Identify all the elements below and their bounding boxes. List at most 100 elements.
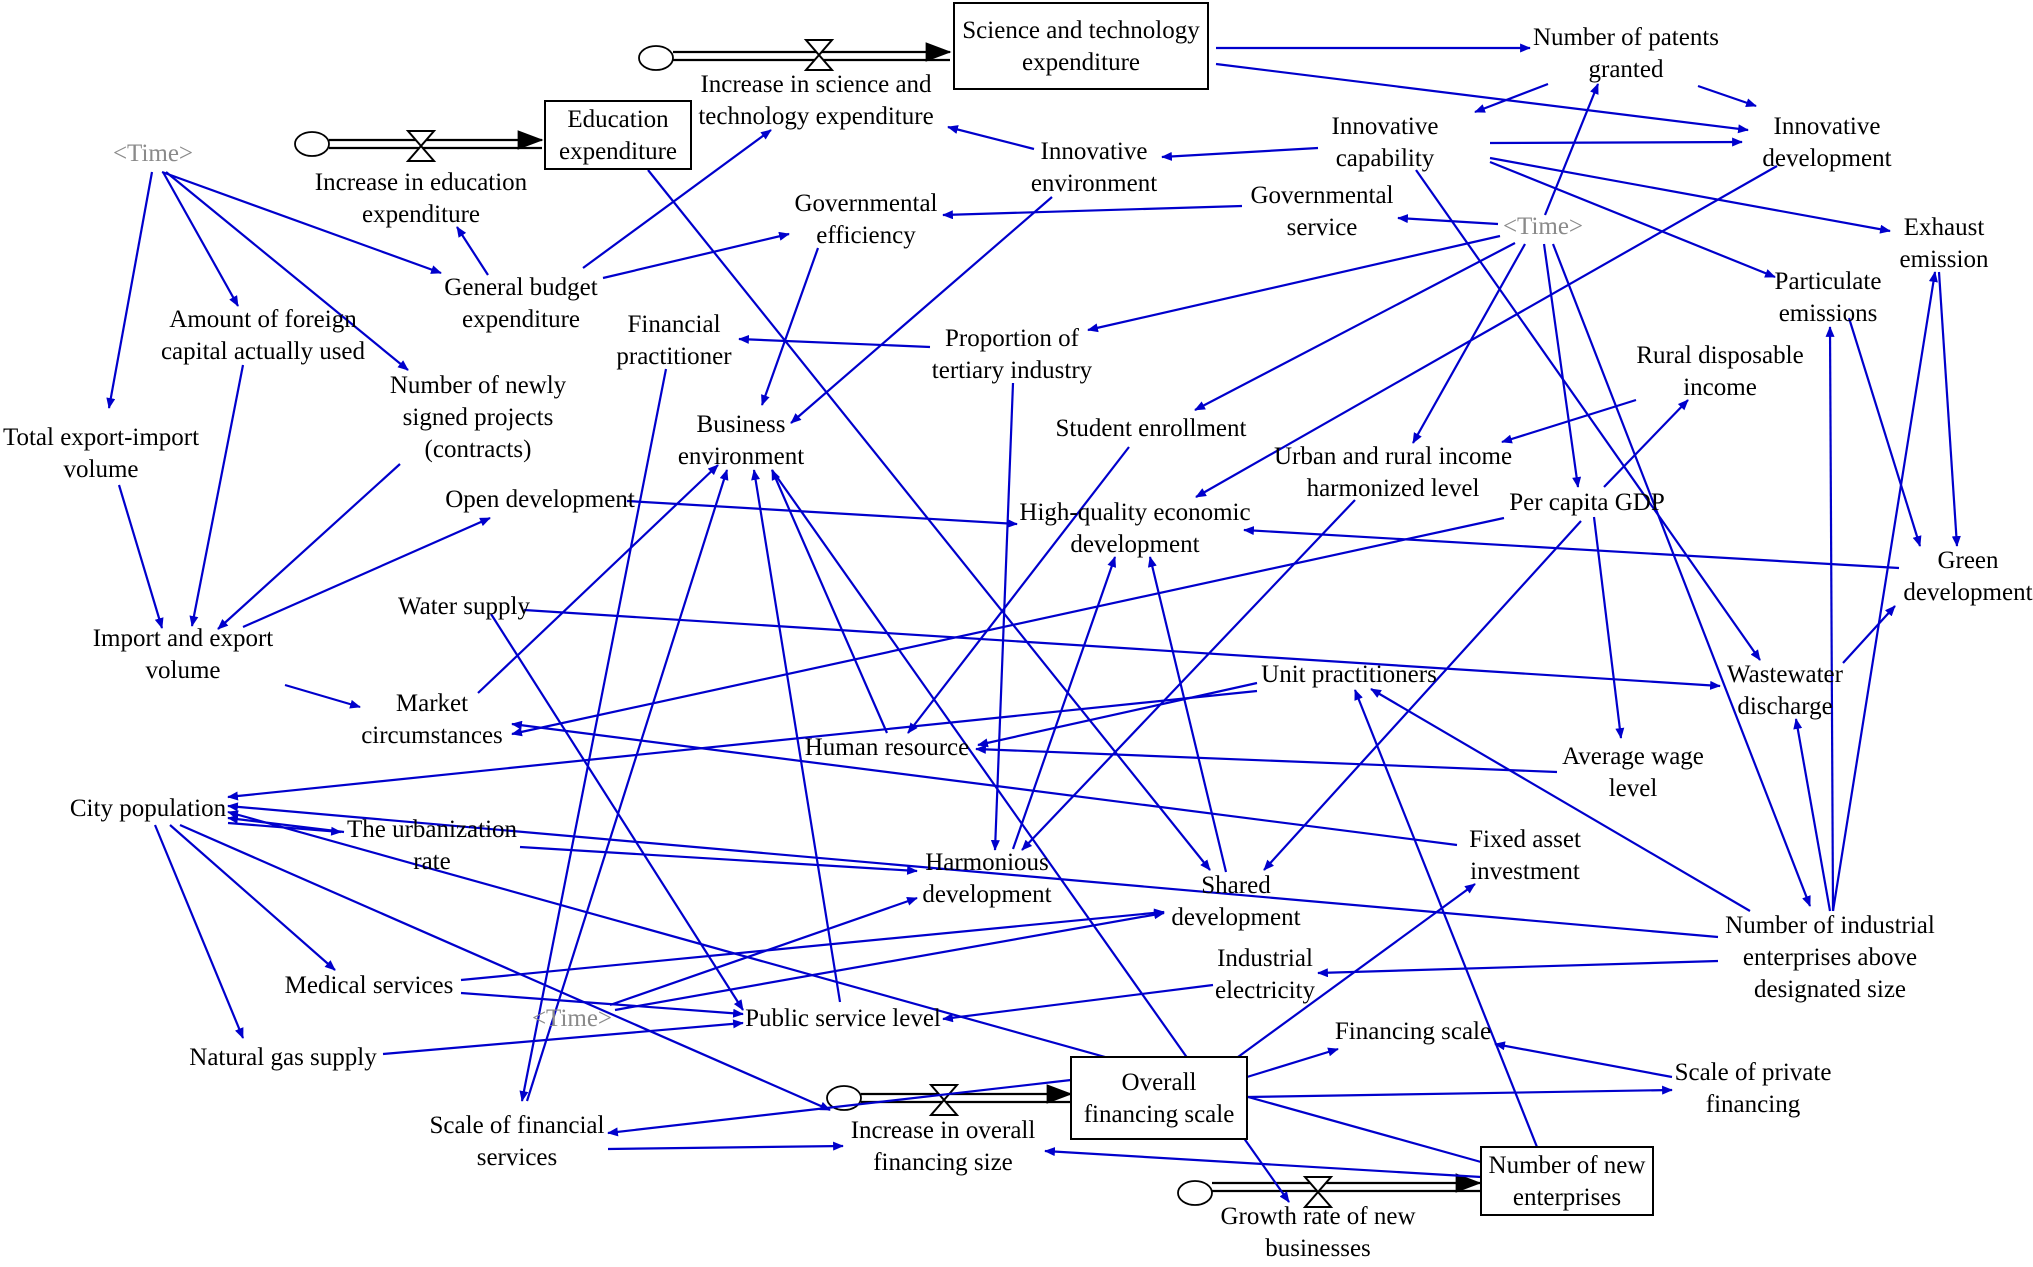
link-innov-cap-to-innov-dev — [1489, 137, 1743, 147]
link-gdp-to-rural-income — [1603, 399, 1689, 488]
node-label-line: environment — [678, 443, 804, 470]
link-time1-to-new-projects — [165, 171, 409, 371]
node-label-line: Unit practitioners — [1261, 661, 1437, 688]
link-patents-to-innov-cap — [1474, 82, 1549, 114]
node-gdp[interactable]: Per capita GDP — [1509, 489, 1665, 516]
node-human-res[interactable]: Human resource — [805, 734, 970, 761]
link-sci-exp-to-innov-dev — [1215, 62, 1749, 134]
link-edu-exp-to-shared — [647, 169, 1211, 871]
node-time1[interactable]: <Time> — [113, 140, 193, 167]
node-unit-pract[interactable]: Unit practitioners — [1261, 661, 1437, 688]
link-ind-elec-to-public-serv — [942, 983, 1214, 1023]
node-urban-rural[interactable]: Urban and rural income harmonized level — [1274, 443, 1512, 502]
node-city-pop[interactable]: City population — [70, 795, 227, 822]
link-medical-to-public-serv — [460, 991, 744, 1018]
node-label-line: emission — [1900, 246, 1989, 273]
node-label-line: Average wage — [1562, 743, 1704, 770]
link-private-fin-to-financing-scale — [1494, 1041, 1673, 1079]
node-label-line: investment — [1470, 858, 1580, 885]
node-label-line: designated size — [1754, 976, 1906, 1003]
node-label-line: Urban and rural income — [1274, 443, 1512, 470]
science-expenditure-stock[interactable] — [953, 2, 1209, 90]
new-enterprises-stock[interactable] — [1480, 1146, 1654, 1216]
node-label-line: Science and technology — [962, 17, 1200, 44]
link-tertiary-to-harmonious — [990, 382, 1015, 851]
node-label-line: Total export-import — [3, 424, 199, 451]
node-open-dev[interactable]: Open development — [445, 486, 635, 513]
link-time1-to-gen-budget — [161, 170, 442, 275]
node-label-line: efficiency — [816, 222, 916, 249]
node-label-line: <Time> — [1503, 213, 1583, 240]
link-public-serv-to-business-env — [751, 469, 842, 1003]
node-natural-gas[interactable]: Natural gas supply — [189, 1044, 377, 1071]
node-time3[interactable]: <Time> — [532, 1005, 612, 1032]
node-water[interactable]: Water supply — [398, 593, 530, 620]
node-label-line: Number of newly — [390, 372, 567, 399]
link-new-ent-to-city-pop — [227, 810, 1482, 1164]
link-time2-to-tertiary — [1087, 234, 1501, 333]
link-time3-to-harmonious — [609, 896, 918, 1007]
node-public-serv[interactable]: Public service level — [745, 1005, 941, 1032]
node-label-line: enterprises — [1513, 1184, 1621, 1211]
node-label-line: capital actually used — [161, 338, 366, 365]
node-label-line: granted — [1589, 56, 1664, 83]
link-green-to-hq-dev — [1243, 526, 1900, 570]
link-overall-fin-to-fixed-asset — [1237, 883, 1476, 1058]
node-label-line: development — [1070, 531, 1199, 558]
education-expenditure-stock[interactable] — [544, 100, 692, 170]
node-label-line: harmonized level — [1307, 475, 1480, 502]
node-label-line: Rural disposable — [1636, 342, 1803, 369]
overall-financing-stock[interactable] — [1070, 1056, 1248, 1140]
node-label-line: practitioner — [616, 343, 732, 370]
link-student-to-human-res — [907, 446, 1130, 734]
node-time2[interactable]: <Time> — [1503, 213, 1583, 240]
node-financing-scale[interactable]: Financing scale — [1335, 1018, 1491, 1045]
node-student[interactable]: Student enrollment — [1056, 415, 1247, 442]
link-harmonious-to-hq-dev — [1011, 556, 1117, 850]
node-label-line: Innovative — [1332, 113, 1439, 140]
node-medical[interactable]: Medical services — [285, 972, 454, 999]
node-label-line: Governmental — [1250, 182, 1393, 209]
node-label-line: development — [1762, 145, 1891, 172]
link-medical-to-shared — [460, 908, 1165, 982]
